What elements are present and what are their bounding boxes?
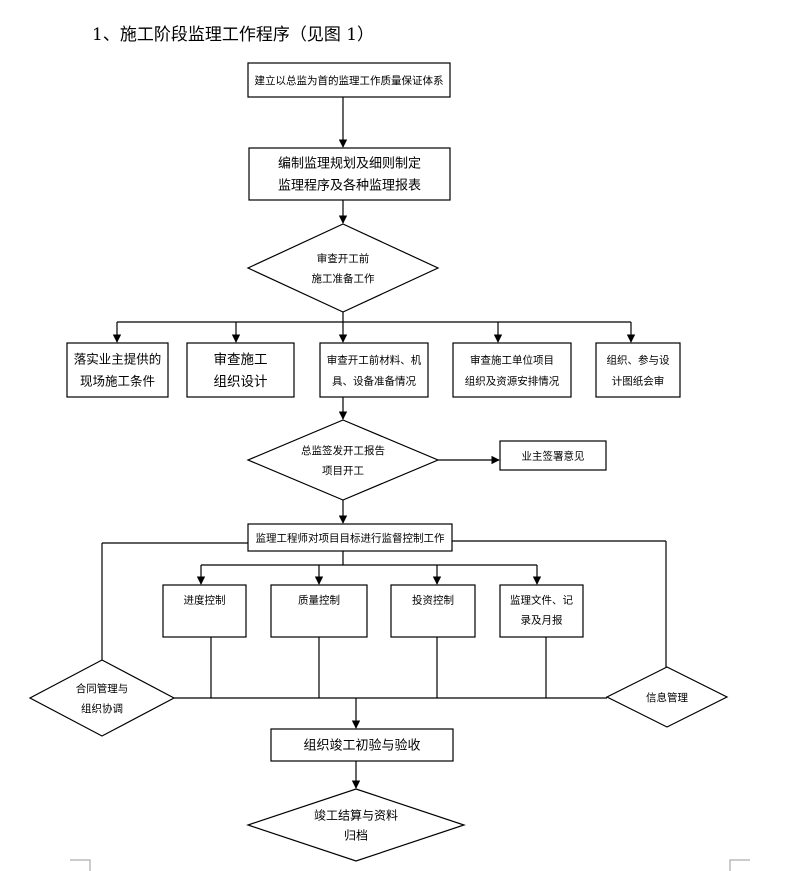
process-box: [162, 584, 247, 638]
process-box: [270, 728, 454, 762]
process-box: [247, 523, 453, 552]
node-label-line: 监理工程师对项目目标进行监督控制工作: [256, 531, 445, 544]
node-label-line: 信息管理: [646, 691, 688, 704]
node-label-line: 现场施工条件: [80, 374, 155, 389]
node-label-line: 建立以总监为首的监理工作质量保证体系: [255, 74, 444, 87]
node-owner-sign: 业主签署意见: [499, 440, 607, 471]
process-box: [186, 342, 295, 398]
node-label-line: 审查施工单位项目: [470, 353, 554, 366]
node-label-line: 审查开工前材料、机: [327, 353, 422, 366]
decision-diamond: [605, 666, 729, 728]
node-label-line: 审查施工: [214, 352, 268, 368]
process-box: [452, 342, 572, 398]
node-label-line: 投资控制: [412, 594, 454, 607]
node-label-line: 总监签发开工报告: [301, 444, 385, 457]
nodes: 建立以总监为首的监理工作质量保证体系编制监理规划及细则制定监理程序及各种监理报表…: [28, 62, 729, 862]
process-box: [319, 342, 429, 398]
process-box: [66, 342, 169, 398]
node-label-line: 具、设备准备情况: [332, 374, 416, 387]
decision-diamond: [246, 419, 440, 501]
node-review-material: 审查开工前材料、机具、设备准备情况: [319, 342, 429, 398]
node-label-line: 进度控制: [184, 594, 226, 607]
node-supervise: 监理工程师对项目目标进行监督控制工作: [247, 523, 453, 552]
node-investment: 投资控制: [390, 584, 476, 638]
node-label-line: 监理文件、记: [510, 594, 573, 607]
node-acceptance: 组织竣工初验与验收: [270, 728, 454, 762]
process-box: [248, 147, 451, 201]
node-qa-system: 建立以总监为首的监理工作质量保证体系: [247, 62, 451, 98]
node-label-line: 组织竣工初验与验收: [303, 738, 420, 754]
node-label-line: 组织、参与设: [607, 353, 670, 366]
node-label-line: 合同管理与: [76, 682, 129, 695]
decision-diamond: [28, 659, 176, 737]
process-box: [499, 584, 584, 638]
node-label-line: 计图纸会审: [612, 374, 665, 387]
node-label-line: 落实业主提供的: [74, 352, 162, 367]
node-info: 信息管理: [605, 666, 729, 728]
process-box: [390, 584, 476, 638]
page-title: 1、施工阶段监理工作程序（见图 1）: [92, 25, 375, 45]
connectors: [101, 97, 667, 789]
node-label-line: 录及月报: [521, 614, 563, 627]
node-label-line: 归档: [344, 828, 368, 842]
decision-diamond: [246, 223, 440, 313]
node-schedule: 进度控制: [162, 584, 247, 638]
node-label-line: 审查开工前: [317, 252, 370, 265]
node-label-line: 施工准备工作: [312, 272, 375, 285]
node-label-line: 项目开工: [322, 465, 364, 477]
process-box: [499, 440, 607, 471]
node-label-line: 组织及资源安排情况: [465, 374, 560, 387]
page-corner-marks: [70, 859, 750, 871]
node-label-line: 组织设计: [214, 374, 268, 390]
node-label-line: 质量控制: [298, 594, 340, 607]
node-label-line: 编制监理规划及细则制定: [278, 157, 421, 172]
process-box: [247, 62, 451, 98]
node-label-line: 竣工结算与资料: [314, 807, 398, 822]
node-label-line: 业主签署意见: [522, 449, 585, 462]
node-label-line: 监理程序及各种监理报表: [278, 178, 421, 194]
node-label-line: 组织协调: [81, 702, 123, 715]
decision-diamond: [246, 788, 466, 862]
process-box: [270, 584, 368, 638]
process-box: [595, 342, 681, 398]
node-quality: 质量控制: [270, 584, 368, 638]
